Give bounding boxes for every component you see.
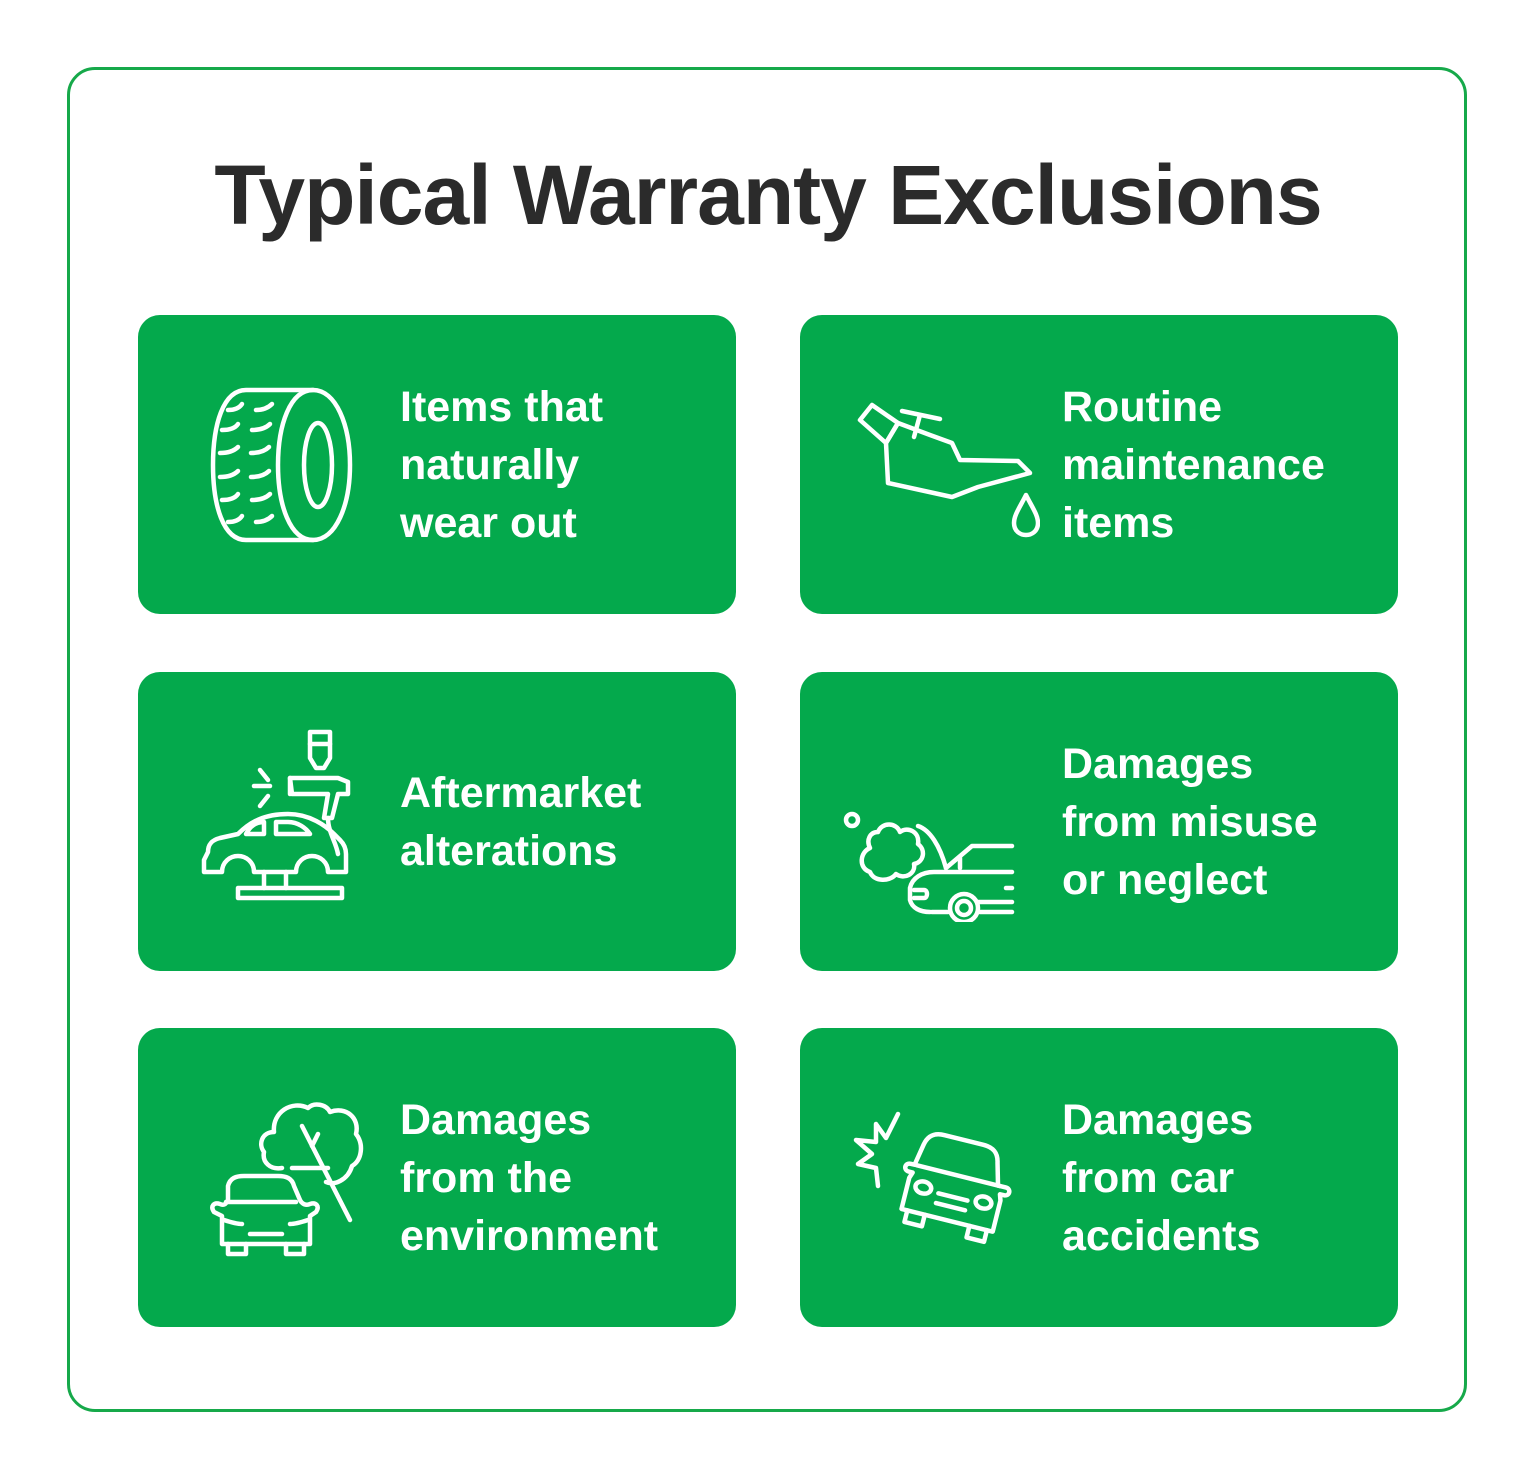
- card-label: Routine maintenance items: [1062, 315, 1382, 614]
- oil-can-icon: [840, 365, 1040, 565]
- label-line: Damages: [400, 1095, 592, 1144]
- exclusion-card-routine-maintenance: Routine maintenance items: [800, 315, 1398, 614]
- label-line: wear out: [400, 498, 577, 547]
- card-label: Damages from the environment: [400, 1028, 720, 1327]
- card-label: Damages from car accidents: [1062, 1028, 1382, 1327]
- label-line: maintenance: [1062, 440, 1325, 489]
- tire-icon: [178, 365, 378, 565]
- label-line: from car: [1062, 1153, 1235, 1202]
- exclusion-card-accidents: Damages from car accidents: [800, 1028, 1398, 1327]
- exclusion-card-aftermarket: Aftermarket alterations: [138, 672, 736, 971]
- label-line: Damages: [1062, 739, 1254, 788]
- exclusion-card-misuse-neglect: Damages from misuse or neglect: [800, 672, 1398, 971]
- label-line: Aftermarket: [400, 768, 642, 817]
- car-tree-icon: [178, 1078, 378, 1278]
- exclusion-card-environment: Damages from the environment: [138, 1028, 736, 1327]
- label-line: Items that: [400, 382, 604, 431]
- label-line: naturally: [400, 440, 580, 489]
- card-label: Aftermarket alterations: [400, 672, 720, 971]
- label-line: from the: [400, 1153, 572, 1202]
- label-line: Damages: [1062, 1095, 1254, 1144]
- label-line: from misuse: [1062, 797, 1318, 846]
- label-line: environment: [400, 1211, 659, 1260]
- label-line: Routine: [1062, 382, 1223, 431]
- label-line: or neglect: [1062, 855, 1268, 904]
- car-paint-spray-icon: [178, 722, 378, 922]
- exclusion-card-wear-items: Items that naturally wear out: [138, 315, 736, 614]
- label-line: items: [1062, 498, 1175, 547]
- page-title: Typical Warranty Exclusions: [214, 148, 1322, 242]
- smoking-car-engine-icon: [840, 722, 1040, 922]
- car-crash-icon: [840, 1078, 1040, 1278]
- label-line: accidents: [1062, 1211, 1261, 1260]
- card-label: Items that naturally wear out: [400, 315, 720, 614]
- card-label: Damages from misuse or neglect: [1062, 672, 1382, 971]
- label-line: alterations: [400, 826, 618, 875]
